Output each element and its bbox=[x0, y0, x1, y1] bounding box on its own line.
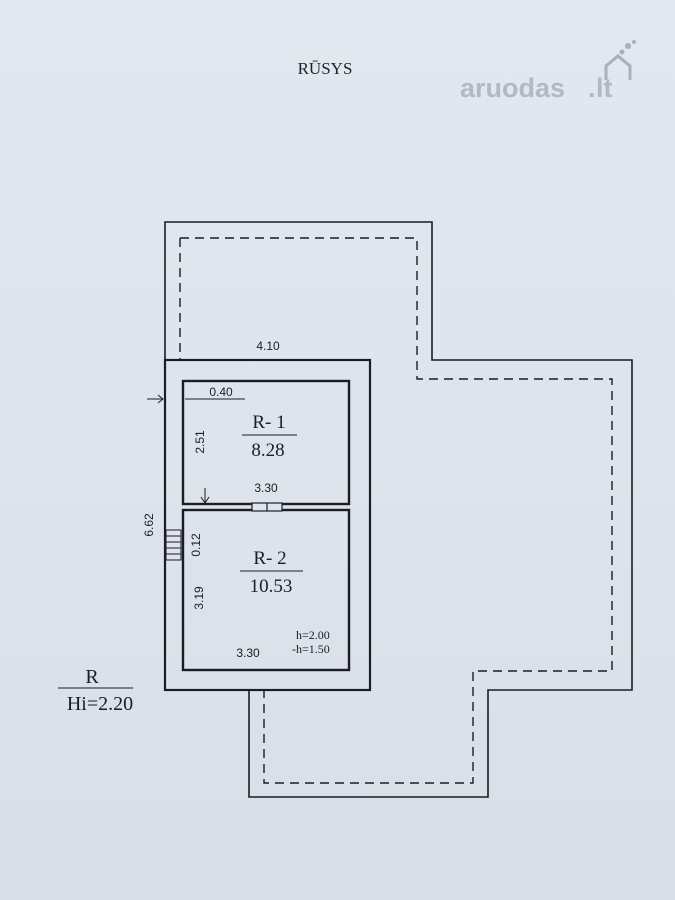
room-r2-id: R- 2 bbox=[253, 548, 286, 569]
dim-wall-offset: 0.40 bbox=[209, 385, 233, 399]
dim-r1-width: 3.30 bbox=[254, 481, 278, 495]
height-note-minus: -h=1.50 bbox=[292, 642, 330, 656]
watermark-dot: . bbox=[588, 73, 596, 103]
dim-r1-height: 2.51 bbox=[193, 430, 207, 454]
dim-total-height: 6.62 bbox=[142, 513, 156, 537]
dim-outer-width: 4.10 bbox=[256, 339, 280, 353]
chimney-smoke-icon bbox=[632, 40, 636, 44]
room-r1-id: R- 1 bbox=[252, 412, 285, 433]
legend-value: Hi=2.20 bbox=[67, 693, 133, 715]
dim-r2-width: 3.30 bbox=[236, 646, 260, 660]
basement-outer-wall bbox=[163, 358, 372, 692]
plan-title: RŪSYS bbox=[298, 59, 353, 78]
house-icon bbox=[604, 54, 632, 80]
chimney-smoke-icon bbox=[625, 43, 631, 49]
dimension-arrow-head bbox=[157, 394, 164, 404]
dim-r2-height: 3.19 bbox=[192, 586, 206, 610]
watermark-tld: lt bbox=[596, 73, 613, 103]
chimney-smoke-icon bbox=[619, 49, 625, 55]
watermark-text: aruodas bbox=[460, 73, 565, 103]
height-note: h=2.00 bbox=[296, 628, 330, 642]
room-r2-area: 10.53 bbox=[250, 576, 293, 597]
dimension-arrow-head bbox=[200, 496, 210, 504]
stairs bbox=[165, 529, 182, 561]
legend-label: R bbox=[85, 666, 99, 688]
watermark-logo: aruodas . lt bbox=[460, 40, 636, 103]
room-r1-area: 8.28 bbox=[251, 440, 284, 461]
dim-partition: 0.12 bbox=[189, 533, 203, 557]
